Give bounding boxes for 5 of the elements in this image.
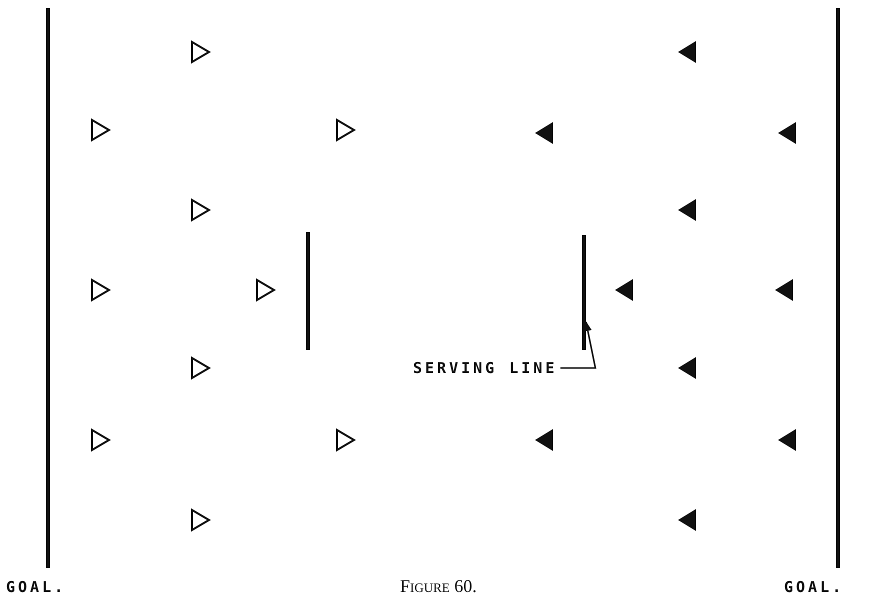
goal-label: GOAL.	[784, 578, 844, 596]
goal-label: GOAL.	[6, 578, 66, 596]
figure-caption: Figure 60.	[400, 576, 477, 597]
text-label: SERVING LINE	[413, 359, 558, 377]
leader-line	[560, 321, 596, 369]
